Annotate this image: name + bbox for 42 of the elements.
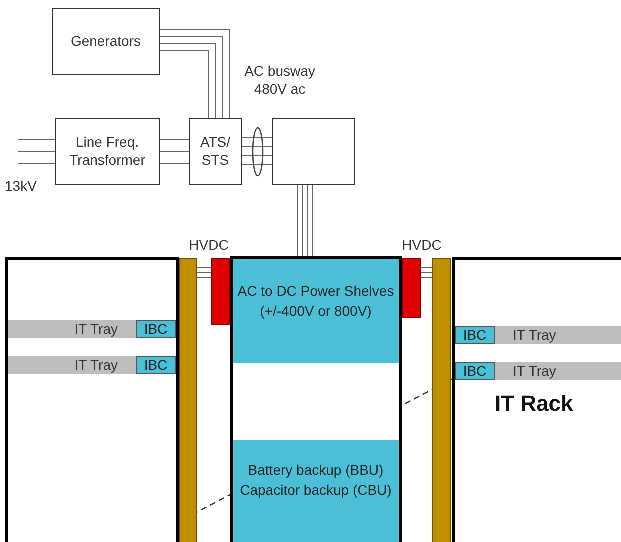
node-label: HVDC bbox=[188, 236, 230, 255]
node-label: Battery backup (BBU) Capacitor backup (CBU) bbox=[239, 461, 393, 500]
cable-bundle bbox=[160, 140, 190, 164]
node-label: Generators bbox=[70, 32, 142, 51]
busbar bbox=[179, 258, 197, 542]
distribution-box bbox=[272, 118, 355, 185]
ibc-module bbox=[455, 326, 495, 344]
generator-box bbox=[52, 8, 160, 75]
node-label: ATS/ STS bbox=[199, 134, 232, 169]
it-tray bbox=[495, 326, 621, 344]
cable-bundle bbox=[420, 268, 432, 278]
ibc-module bbox=[455, 362, 495, 380]
cable-bundle bbox=[18, 140, 56, 164]
it-rack bbox=[5, 257, 179, 542]
node-label: IBC bbox=[144, 356, 168, 374]
node-label: IBC bbox=[463, 362, 487, 380]
node-label: IT Tray bbox=[74, 356, 118, 375]
power-shelf bbox=[233, 259, 399, 363]
node-label: AC to DC Power Shelves (+/-400V or 800V) bbox=[236, 282, 396, 321]
node-label: IT Tray bbox=[74, 320, 118, 339]
cable-bundle bbox=[196, 268, 212, 278]
busbar bbox=[432, 258, 451, 542]
it-tray bbox=[8, 356, 136, 374]
ibc-module bbox=[136, 320, 176, 338]
power-rack bbox=[230, 256, 402, 542]
node-label: Line Freq. Transformer bbox=[68, 134, 146, 169]
transfer-switch-box bbox=[189, 118, 242, 185]
node-label: HVDC bbox=[401, 236, 443, 255]
cable-bundle bbox=[242, 138, 272, 166]
cable-bundle bbox=[160, 30, 230, 118]
transformer-box bbox=[55, 118, 160, 185]
node-label: IT Rack bbox=[495, 390, 574, 418]
cable-bundle bbox=[298, 184, 314, 256]
node-label: IBC bbox=[463, 326, 487, 344]
node-label: IT Tray bbox=[513, 326, 556, 345]
it-rack bbox=[452, 257, 621, 542]
battery-backup bbox=[233, 440, 399, 542]
it-tray bbox=[495, 362, 621, 380]
it-tray bbox=[8, 320, 136, 338]
node-label: IBC bbox=[144, 320, 168, 338]
ibc-module bbox=[136, 356, 176, 374]
node-label: IT Tray bbox=[513, 362, 556, 381]
